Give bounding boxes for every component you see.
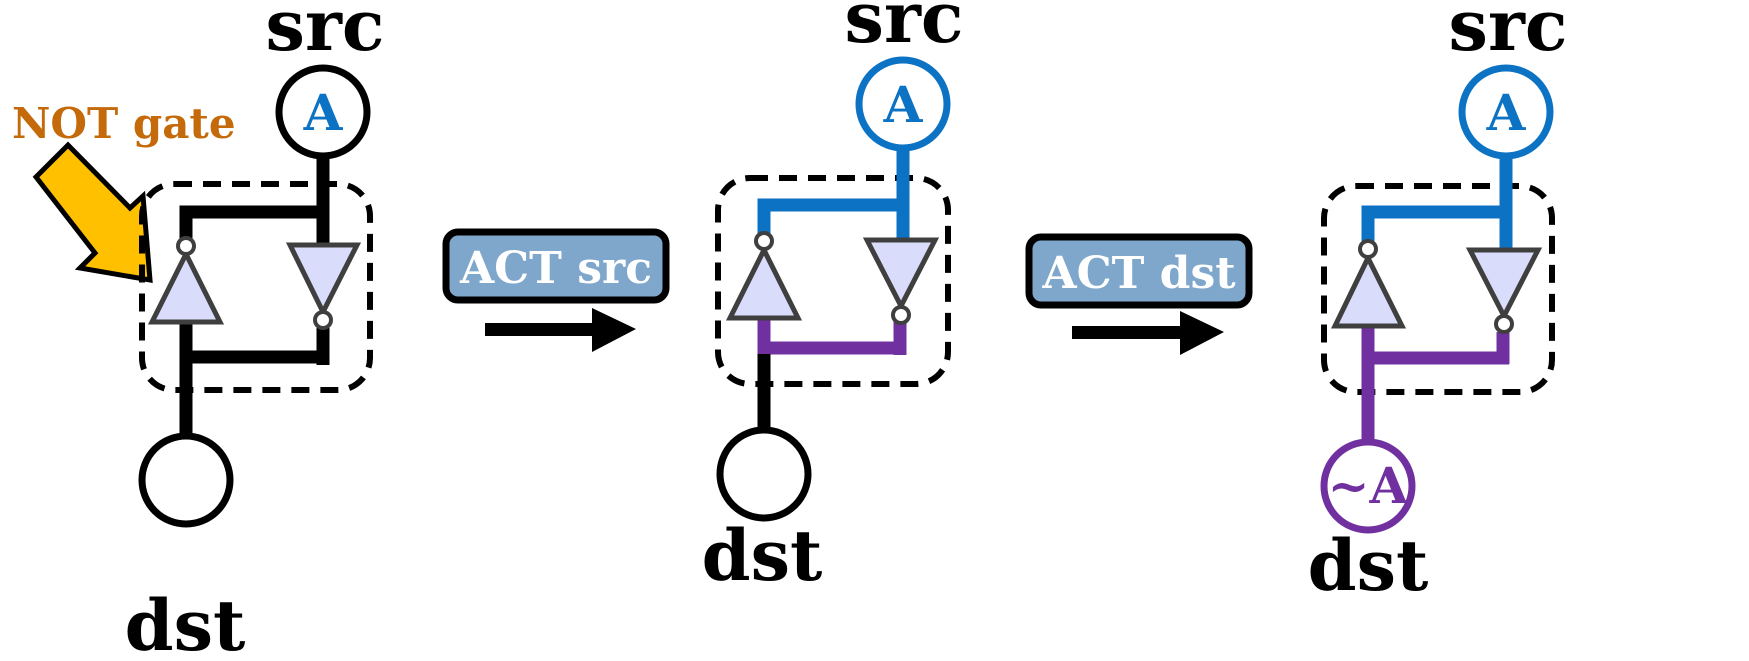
top-wire bbox=[179, 205, 323, 240]
act-dst-button bbox=[1025, 233, 1253, 309]
src-node bbox=[1458, 64, 1554, 160]
stage-3: src dst A ~A bbox=[1308, 0, 1568, 607]
stage-1: src dst NOT gate A bbox=[12, 0, 384, 661]
inverter-down-bubble bbox=[891, 305, 911, 325]
wires bbox=[757, 148, 910, 438]
wires bbox=[179, 150, 330, 440]
act-dst-arrow-shaft bbox=[1072, 326, 1184, 339]
act-src-button bbox=[442, 228, 670, 304]
dst-label: dst bbox=[1308, 524, 1429, 607]
top-wire bbox=[1361, 205, 1506, 241]
src-node-value: A bbox=[883, 75, 924, 134]
act-dst-arrow-head bbox=[1180, 311, 1224, 355]
step-act-dst: ACT dst bbox=[1025, 233, 1253, 355]
src-label: src bbox=[845, 0, 964, 59]
wires bbox=[1361, 155, 1513, 440]
src-label: src bbox=[1449, 0, 1568, 67]
src-node bbox=[855, 56, 951, 152]
dst-node bbox=[1320, 438, 1416, 534]
not-gate-callout-arrow bbox=[32, 141, 153, 284]
src-node-value: A bbox=[1486, 83, 1527, 142]
inverter-down bbox=[285, 242, 362, 318]
act-src-arrow-head bbox=[592, 308, 636, 352]
top-wire bbox=[757, 198, 903, 234]
stage-2: src dst A bbox=[702, 0, 964, 597]
src-node bbox=[275, 64, 371, 160]
src-node-value: A bbox=[303, 83, 344, 142]
inverter-up-bubble bbox=[1358, 239, 1378, 259]
dst-node bbox=[138, 432, 234, 528]
inverter-up bbox=[725, 244, 803, 321]
inverter-down-bubble bbox=[313, 310, 333, 330]
inverter-up bbox=[147, 248, 225, 325]
inverter-down bbox=[1465, 247, 1543, 322]
act-dst-label: ACT dst bbox=[1041, 248, 1236, 299]
inverter-up bbox=[1331, 252, 1407, 329]
act-src-arrow-shaft bbox=[485, 323, 597, 336]
dst-label: dst bbox=[125, 584, 246, 661]
inverter-down-bubble bbox=[1494, 314, 1514, 334]
inverter-up-bubble bbox=[754, 231, 774, 251]
not-gate-label: NOT gate bbox=[12, 99, 236, 148]
inverter-up-bubble bbox=[176, 236, 196, 256]
dst-node-value: ~A bbox=[1328, 456, 1410, 515]
inverter-down bbox=[862, 237, 940, 312]
step-act-src: ACT src bbox=[442, 228, 670, 352]
dst-node bbox=[716, 426, 812, 522]
src-label: src bbox=[266, 0, 385, 67]
dst-label: dst bbox=[702, 514, 823, 597]
act-src-label: ACT src bbox=[459, 243, 652, 294]
